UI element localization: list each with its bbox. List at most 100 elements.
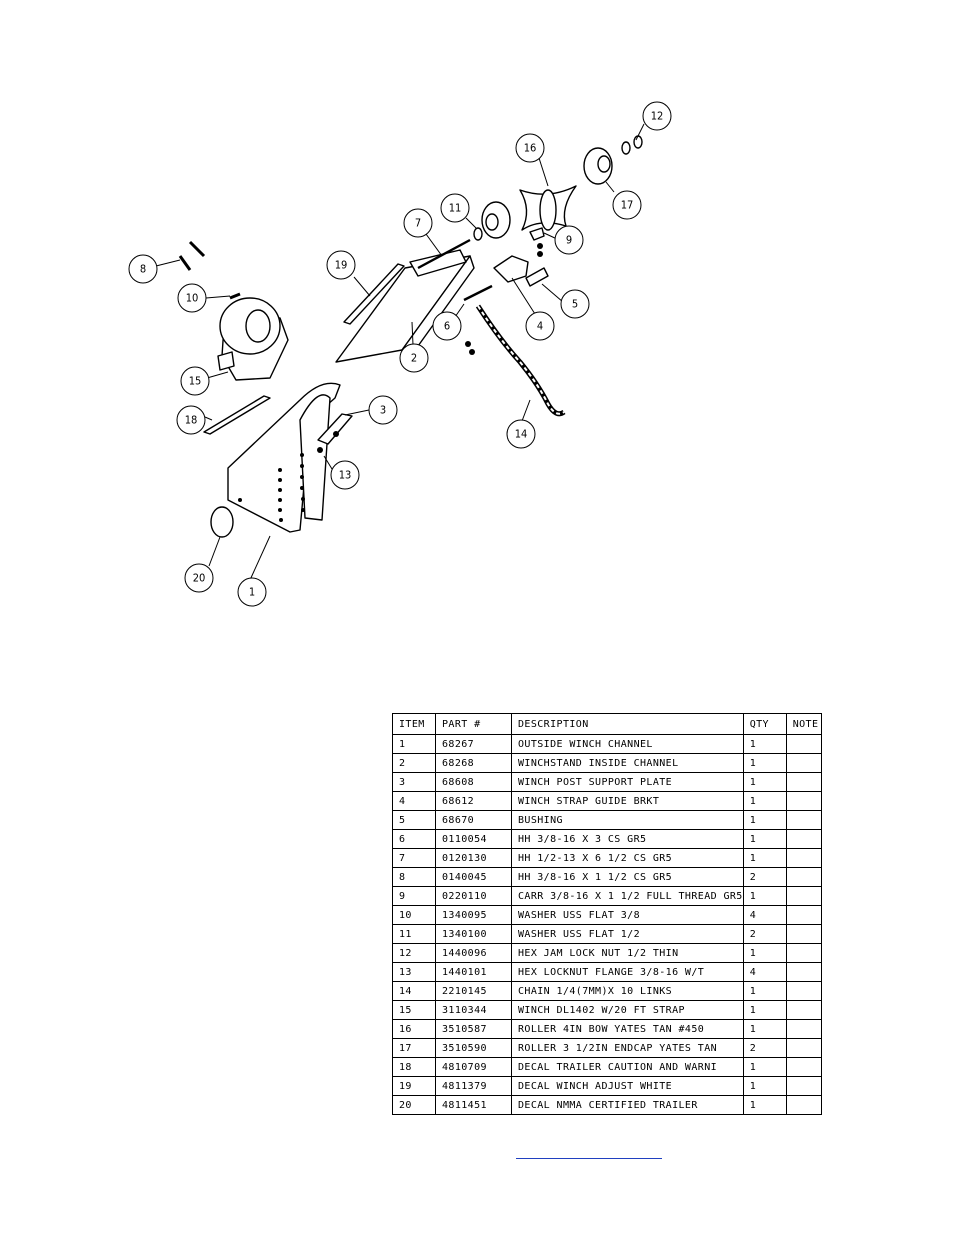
- callout-label: 19: [335, 259, 348, 272]
- cell-item: 4: [392, 791, 436, 811]
- decal-nmma: [210, 506, 234, 538]
- cell-note: [785, 905, 822, 925]
- hex-locknut-flange: [317, 243, 543, 453]
- callout-label: 3: [380, 404, 386, 417]
- cell-part-number: 0110054: [435, 829, 512, 849]
- cell-description: HEX LOCKNUT FLANGE 3/8-16 W/T: [511, 962, 744, 982]
- callout-label: 12: [651, 110, 664, 123]
- callout-6: 6: [432, 311, 462, 341]
- cell-qty: 1: [742, 848, 787, 868]
- cell-qty: 2: [742, 924, 787, 944]
- cell-note: [785, 791, 822, 811]
- callout-17: 17: [612, 190, 642, 220]
- bushing: [525, 267, 549, 287]
- callout-16: 16: [515, 133, 545, 163]
- endcap-roller-left: [481, 201, 511, 239]
- callout-13: 13: [330, 460, 360, 490]
- cell-note: [785, 1038, 822, 1058]
- cell-qty: 1: [742, 772, 787, 792]
- cell-item: 11: [392, 924, 436, 944]
- cell-note: [785, 1019, 822, 1039]
- callout-3: 3: [368, 395, 398, 425]
- header-item: ITEM: [392, 713, 436, 735]
- callout-label: 13: [339, 469, 352, 482]
- callout-label: 6: [444, 320, 450, 333]
- cell-note: [785, 753, 822, 773]
- decal-caution: [203, 395, 271, 435]
- cell-part-number: 3510590: [435, 1038, 512, 1058]
- cell-qty: 1: [742, 1095, 787, 1115]
- callout-label: 4: [537, 320, 543, 333]
- bolt-3-8-x-3: [463, 284, 493, 302]
- cell-note: [785, 867, 822, 887]
- cell-part-number: 1340095: [435, 905, 512, 925]
- callout-label: 10: [186, 292, 199, 305]
- cell-part-number: 3510587: [435, 1019, 512, 1039]
- cell-item: 10: [392, 905, 436, 925]
- cell-description: WASHER USS FLAT 1/2: [511, 924, 744, 944]
- callout-label: 11: [449, 202, 462, 215]
- callout-7: 7: [403, 208, 433, 238]
- callout-12: 12: [642, 101, 672, 131]
- cell-part-number: 1340100: [435, 924, 512, 944]
- cell-description: WINCH DL1402 W/20 FT STRAP: [511, 1000, 744, 1020]
- cell-qty: 1: [742, 753, 787, 773]
- cell-item: 15: [392, 1000, 436, 1020]
- winch-strap-guide-bracket: [493, 255, 529, 283]
- table-header-row: ITEM PART # DESCRIPTION QTY NOTE: [392, 713, 822, 735]
- cell-part-number: 1440101: [435, 962, 512, 982]
- cell-qty: 1: [742, 886, 787, 906]
- callout-9: 9: [554, 225, 584, 255]
- cell-note: [785, 943, 822, 963]
- cell-qty: 1: [742, 810, 787, 830]
- cell-description: OUTSIDE WINCH CHANNEL: [511, 734, 744, 754]
- callout-label: 14: [515, 428, 528, 441]
- cell-item: 18: [392, 1057, 436, 1077]
- cell-item: 3: [392, 772, 436, 792]
- callout-label: 9: [566, 234, 572, 247]
- callout-19: 19: [326, 250, 356, 280]
- callout-5: 5: [560, 289, 590, 319]
- cell-item: 8: [392, 867, 436, 887]
- cell-description: CARR 3/8-16 X 1 1/2 FULL THREAD GR5: [511, 886, 744, 906]
- cell-part-number: 68612: [435, 791, 512, 811]
- callout-10: 10: [177, 283, 207, 313]
- footer-link-underline[interactable]: [516, 1158, 662, 1159]
- cell-description: WINCHSTAND INSIDE CHANNEL: [511, 753, 744, 773]
- cell-item: 19: [392, 1076, 436, 1096]
- cell-note: [785, 810, 822, 830]
- cell-qty: 4: [742, 962, 787, 982]
- cell-qty: 1: [742, 1057, 787, 1077]
- cell-note: [785, 962, 822, 982]
- cell-qty: 1: [742, 1019, 787, 1039]
- callout-18: 18: [176, 405, 206, 435]
- cell-item: 16: [392, 1019, 436, 1039]
- callout-2: 2: [399, 343, 429, 373]
- carriage-bolt: [529, 227, 545, 241]
- callout-label: 16: [524, 142, 537, 155]
- callout-8: 8: [128, 254, 158, 284]
- bolt-1-2-x-6-1-2: [417, 238, 471, 270]
- outside-winch-channel: [227, 382, 341, 533]
- cell-item: 17: [392, 1038, 436, 1058]
- washer-1-2: [473, 227, 483, 241]
- cell-part-number: 68670: [435, 810, 512, 830]
- header-note: NOTE: [785, 713, 822, 735]
- cell-part-number: 1440096: [435, 943, 512, 963]
- cell-description: HH 3/8-16 X 3 CS GR5: [511, 829, 744, 849]
- winch-post-support-plate: [317, 413, 353, 445]
- cell-note: [785, 1076, 822, 1096]
- cell-qty: 1: [742, 734, 787, 754]
- cell-note: [785, 1057, 822, 1077]
- cell-item: 2: [392, 753, 436, 773]
